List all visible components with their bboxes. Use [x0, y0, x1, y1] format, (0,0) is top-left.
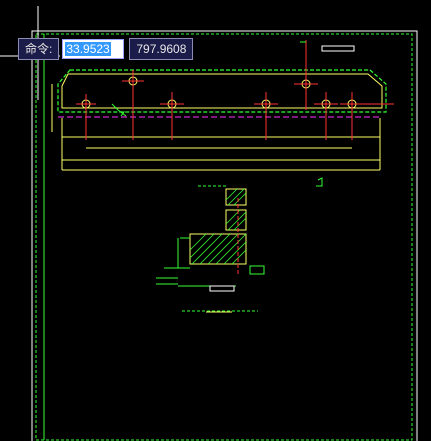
command-line[interactable]: 命令: 33.9523 797.9608 — [18, 38, 194, 60]
section-part — [156, 185, 265, 313]
x-coordinate-input[interactable]: 33.9523 — [62, 39, 125, 59]
x-coordinate-value: 33.9523 — [65, 42, 111, 56]
plate-part — [51, 40, 394, 187]
sheet-frame — [31, 30, 418, 441]
y-coordinate-input[interactable]: 797.9608 — [129, 38, 194, 60]
command-label: 命令: — [18, 38, 60, 60]
